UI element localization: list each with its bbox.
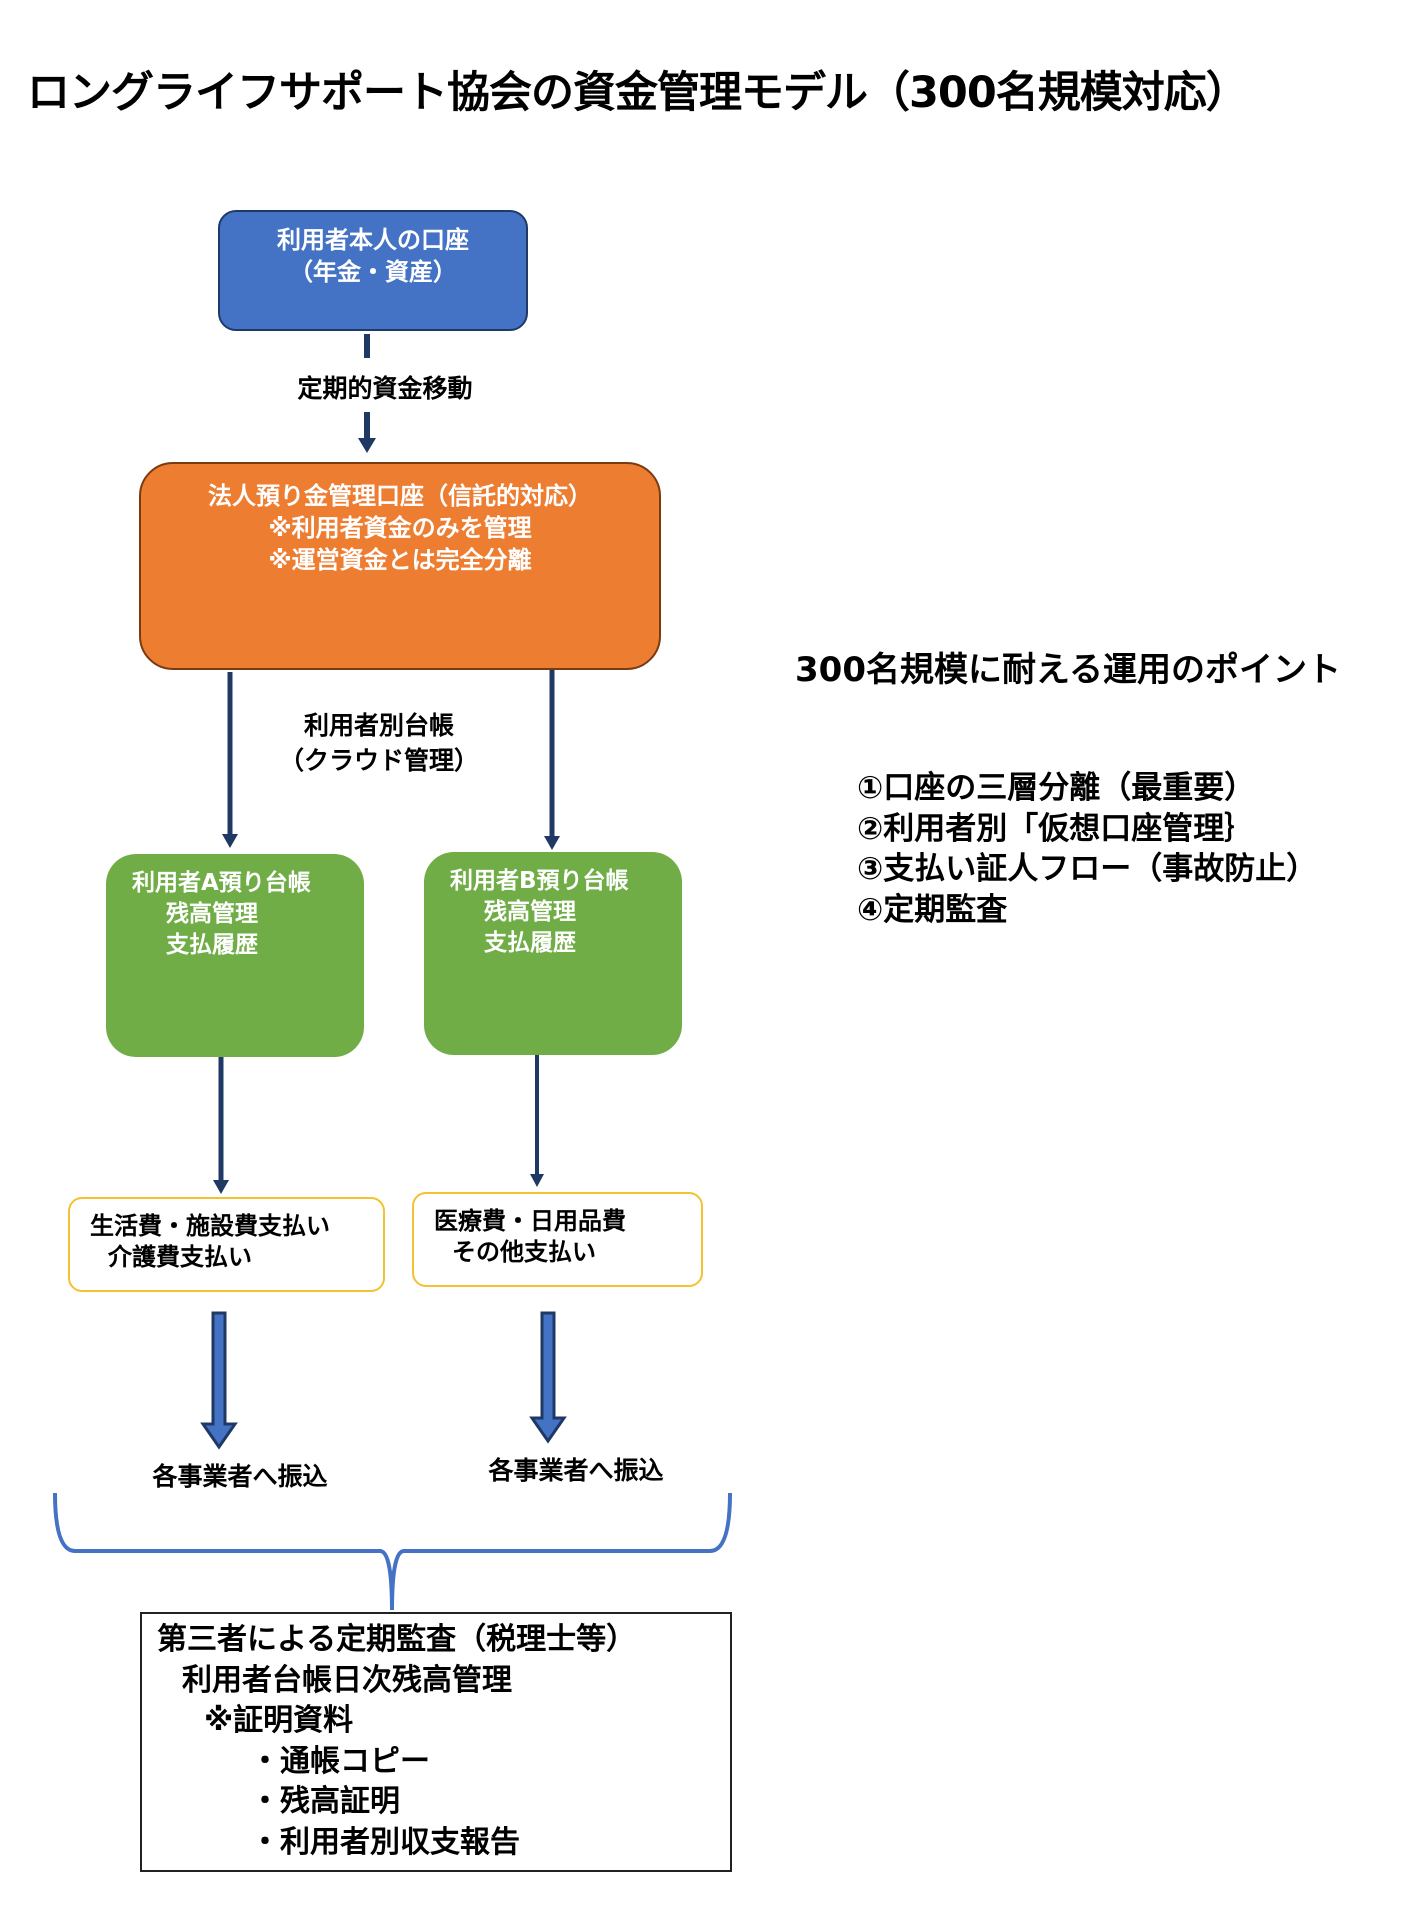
points-heading: 300名規模に耐える運用のポイント (795, 650, 1341, 690)
corporate-account-node: 法人預り金管理口座（信託的対応） ※利用者資金のみを管理 ※運営資金とは完全分離 (139, 462, 661, 670)
node-text: ※利用者資金のみを管理 (268, 514, 532, 542)
arrow-head (222, 834, 238, 848)
point-item: ②利用者別「仮想口座管理｝ (857, 810, 1256, 847)
node-text: ※運営資金とは完全分離 (268, 546, 532, 574)
ledger-a-node: 利用者A預り台帳 残高管理 支払履歴 (106, 854, 364, 1057)
point-item: ④定期監査 (857, 891, 1008, 928)
node-text: 支払履歴 (484, 930, 576, 956)
user-account-node: 利用者本人の口座 （年金・資産） (218, 210, 528, 331)
transfer-a-label: 各事業者へ振込 (152, 1462, 328, 1491)
node-text: 法人預り金管理口座（信託的対応） (208, 482, 592, 510)
node-text: 第三者による定期監査（税理士等） (157, 1622, 637, 1657)
node-text: その他支払い (452, 1238, 596, 1266)
arrow-head (544, 836, 560, 850)
ledger-label-line: （クラウド管理） (279, 746, 480, 775)
ledger-label: 利用者別台帳 （クラウド管理） (279, 708, 479, 778)
node-text: 利用者B預り台帳 (450, 868, 629, 894)
node-text: 残高管理 (166, 901, 258, 927)
transfer-b-label: 各事業者へ振込 (488, 1456, 664, 1485)
node-text: 医療費・日用品費 (434, 1207, 626, 1235)
arrow-head (213, 1180, 229, 1194)
node-text: 介護費支払い (108, 1243, 252, 1271)
node-text: 支払履歴 (166, 932, 258, 958)
brace (53, 1492, 732, 1611)
ledger-label-line: 利用者別台帳 (303, 711, 454, 740)
arrow-head (530, 1174, 544, 1187)
node-text: 利用者A預り台帳 (132, 870, 311, 896)
point-item: ③支払い証人フロー（事故防止） (857, 851, 1318, 887)
page-title: ロングライフサポート協会の資金管理モデル（300名規模対応） (27, 68, 1249, 118)
ledger-b-node: 利用者B預り台帳 残高管理 支払履歴 (424, 852, 682, 1055)
payment-b-node: 医療費・日用品費 その他支払い (412, 1192, 703, 1287)
thick-arrow (200, 1311, 238, 1450)
audit-node: 第三者による定期監査（税理士等） 利用者台帳日次残高管理 ※証明資料 ・通帳コピ… (140, 1612, 732, 1872)
payment-a-node: 生活費・施設費支払い 介護費支払い (68, 1197, 385, 1292)
node-text: ※証明資料 (204, 1703, 354, 1738)
point-item: ①口座の三層分離（最重要） (857, 770, 1256, 806)
node-text: ・利用者別収支報告 (250, 1824, 520, 1860)
node-text: 生活費・施設費支払い (90, 1212, 330, 1240)
node-text: （年金・資産） (289, 258, 457, 286)
thick-arrow (529, 1311, 567, 1444)
points-list: ①口座の三層分離（最重要） ②利用者別「仮想口座管理｝ ③支払い証人フロー（事故… (857, 768, 1317, 930)
node-text: 残高管理 (484, 899, 576, 925)
transfer-label: 定期的資金移動 (297, 374, 473, 403)
node-text: ・通帳コピー (250, 1743, 430, 1779)
node-text: 利用者本人の口座 (277, 226, 469, 254)
node-text: 利用者台帳日次残高管理 (182, 1662, 512, 1698)
arrow-head (358, 438, 376, 453)
node-text: ・残高証明 (250, 1784, 400, 1819)
